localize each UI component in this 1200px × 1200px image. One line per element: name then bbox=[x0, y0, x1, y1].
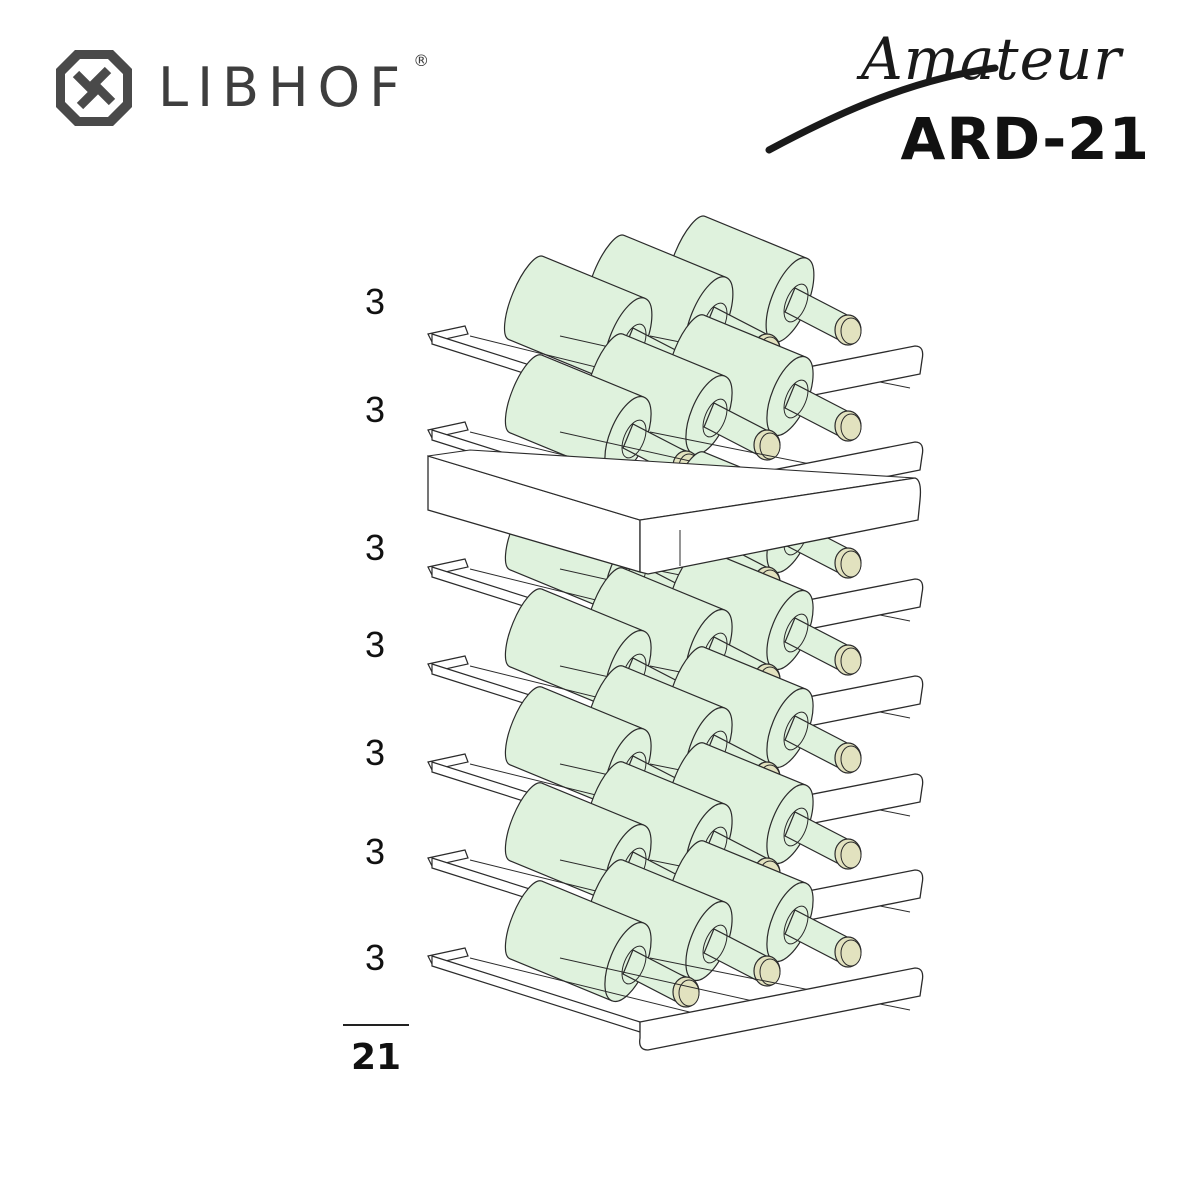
bottle-edge bbox=[541, 588, 645, 632]
bottle-edge bbox=[509, 958, 613, 1002]
script-swoosh-icon bbox=[765, 64, 999, 154]
bottle-edge bbox=[703, 840, 807, 884]
bottle-cork-face bbox=[759, 958, 781, 986]
bottle-cork-face bbox=[840, 939, 862, 967]
bottle-edge bbox=[703, 314, 807, 358]
libhof-logo-icon bbox=[56, 50, 132, 126]
bottle-edge bbox=[622, 333, 726, 377]
bottle-neck-ring bbox=[702, 398, 728, 438]
shelf-4 bbox=[427, 548, 924, 759]
bottle-edge bbox=[622, 567, 726, 611]
shelf-rod bbox=[469, 957, 731, 1023]
bottle-edge bbox=[703, 742, 807, 786]
shelf-count: 3 bbox=[364, 281, 386, 322]
bottle-cork-face bbox=[840, 745, 862, 773]
bottle-edge bbox=[622, 665, 726, 709]
bottle-edge bbox=[541, 880, 645, 924]
bottle-edge bbox=[703, 646, 807, 690]
bottle-cork-face bbox=[840, 841, 862, 869]
bottle-neck-ring bbox=[783, 283, 809, 323]
bottle-cork-face bbox=[759, 432, 781, 460]
bottle-edge bbox=[541, 686, 645, 730]
shelf-count: 3 bbox=[364, 624, 386, 665]
bottle-neck-ring bbox=[783, 807, 809, 847]
shelf-count: 3 bbox=[364, 831, 386, 872]
bottle-cork-face bbox=[840, 317, 862, 345]
product-title: Amateur ARD-21 bbox=[765, 25, 1150, 173]
bottle-edge bbox=[541, 354, 645, 398]
bottle-neck-ring bbox=[621, 419, 647, 459]
bottle-neck-ring bbox=[783, 379, 809, 419]
bottle-edge bbox=[541, 782, 645, 826]
divider-front bbox=[639, 477, 922, 575]
shelf-rail-front bbox=[639, 967, 924, 1051]
shelf-count: 3 bbox=[364, 937, 386, 978]
shelf-count: 3 bbox=[364, 527, 386, 568]
brand-name: LIBHOF® bbox=[158, 51, 430, 119]
total-divider bbox=[343, 1024, 409, 1026]
bottle-edge bbox=[542, 255, 646, 299]
series-name: Amateur bbox=[860, 25, 1122, 93]
bottle-edge bbox=[704, 215, 808, 259]
bottle-cork-face bbox=[678, 979, 700, 1007]
shelf-7 bbox=[427, 840, 924, 1051]
shelf-count: 3 bbox=[364, 732, 386, 773]
bottle-cork-face bbox=[840, 647, 862, 675]
registered-mark: ® bbox=[413, 51, 430, 70]
bottle-neck-ring bbox=[783, 711, 809, 751]
bottle-cork-face bbox=[840, 550, 862, 578]
bottle-neck-ring bbox=[783, 905, 809, 945]
bottle-neck-ring bbox=[783, 613, 809, 653]
model-name: ARD-21 bbox=[900, 105, 1150, 173]
shelf-counts: 3 3 3 3 3 3 3 bbox=[330, 0, 430, 1200]
bottle-neck-ring bbox=[621, 945, 647, 985]
brand-logo: LIBHOF® bbox=[56, 50, 430, 126]
total-count: 21 bbox=[350, 1037, 402, 1078]
bottle-cork-face bbox=[840, 413, 862, 441]
bottle-edge bbox=[622, 761, 726, 805]
bottle-neck-ring bbox=[702, 924, 728, 964]
shelf-count: 3 bbox=[364, 389, 386, 430]
bottle-edge bbox=[622, 859, 726, 903]
bottle-edge bbox=[623, 234, 727, 278]
divider-panel bbox=[427, 449, 922, 575]
